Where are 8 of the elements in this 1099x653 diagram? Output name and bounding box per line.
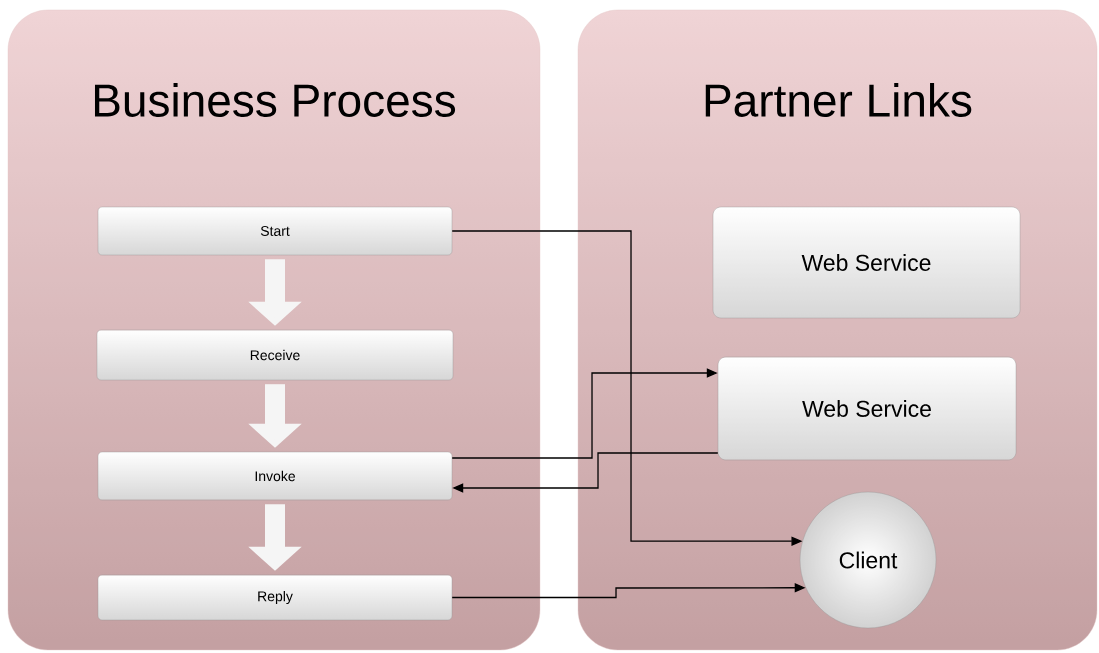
- service-box: Web Service: [712, 206, 1021, 319]
- step-box: Start: [97, 206, 453, 256]
- step-box: Receive: [96, 329, 454, 381]
- step-box: Reply: [97, 574, 453, 621]
- panel-heading: Partner Links: [705, 83, 972, 117]
- service-box: Web Service: [717, 356, 1017, 461]
- step-box: Invoke: [97, 451, 453, 501]
- panel-heading: Business Process: [95, 83, 456, 117]
